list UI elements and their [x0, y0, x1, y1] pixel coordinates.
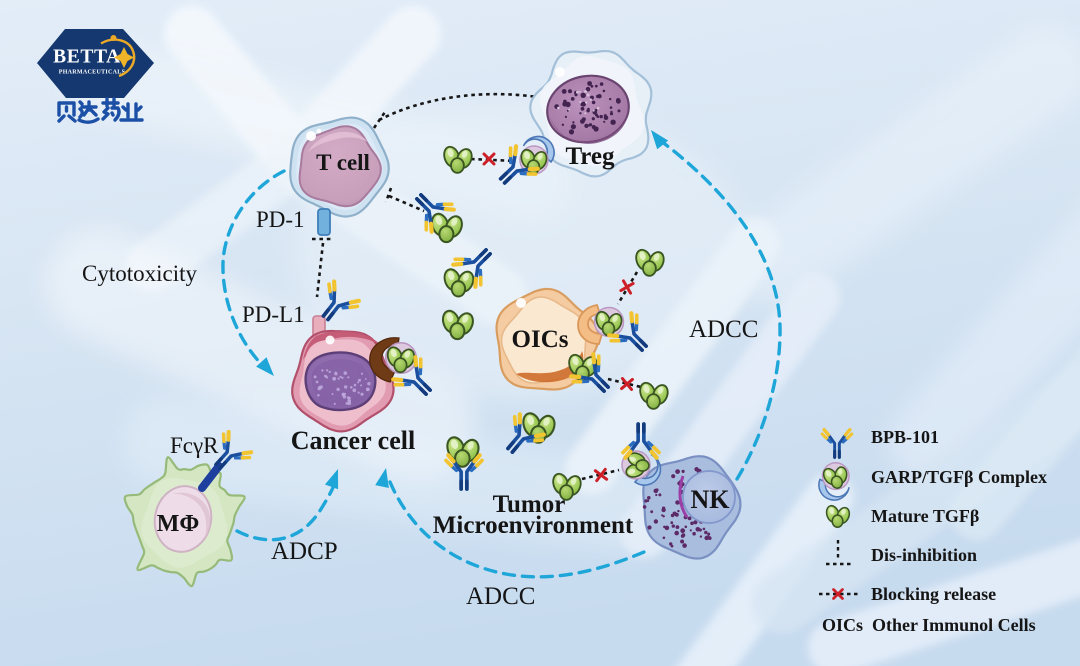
svg-text:PD-L1: PD-L1 [242, 302, 305, 327]
svg-text:GARP/TGFβ Complex: GARP/TGFβ Complex [871, 467, 1047, 487]
svg-text:ADCC: ADCC [689, 316, 758, 343]
svg-text:ADCP: ADCP [271, 538, 338, 565]
svg-text:Other Immunol Cells: Other Immunol Cells [872, 615, 1036, 635]
svg-text:BETTA: BETTA [53, 47, 121, 68]
svg-text:Tumor: Tumor [493, 491, 566, 518]
svg-text:FcγR: FcγR [170, 433, 219, 458]
svg-text:PD-1: PD-1 [256, 207, 305, 232]
svg-text:MΦ: MΦ [157, 511, 200, 537]
svg-text:ADCC: ADCC [466, 583, 535, 610]
svg-text:Cancer cell: Cancer cell [291, 426, 415, 455]
svg-text:NK: NK [691, 485, 731, 514]
svg-text:OICs: OICs [512, 326, 569, 353]
svg-text:OICs: OICs [822, 615, 863, 635]
svg-text:BPB-101: BPB-101 [871, 427, 939, 447]
svg-text:Mature TGFβ: Mature TGFβ [871, 506, 979, 526]
svg-text:Treg: Treg [565, 143, 615, 170]
svg-text:Cytotoxicity: Cytotoxicity [82, 261, 198, 286]
svg-text:Blocking release: Blocking release [871, 584, 996, 604]
svg-text:T cell: T cell [316, 150, 370, 175]
svg-text:Dis-inhibition: Dis-inhibition [871, 545, 977, 565]
svg-text:PHARMACEUTICALS: PHARMACEUTICALS [59, 70, 126, 76]
svg-text:Microenvironment: Microenvironment [433, 512, 634, 539]
